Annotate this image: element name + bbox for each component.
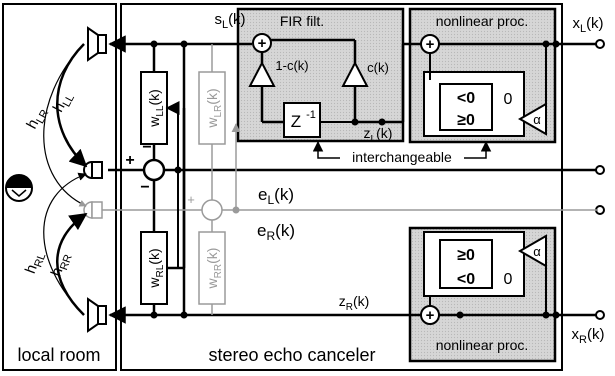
filter-wLL: wLL(k) [140, 71, 168, 145]
gain-1-c-label: 1-c(k) [275, 58, 308, 73]
delay-z: Z [291, 112, 301, 131]
nl-bottom-ge: ≥0 [457, 247, 475, 264]
nl-top-lt: <0 [457, 90, 475, 107]
nl-bottom-lt: <0 [457, 271, 475, 288]
speaker-right-icon [87, 297, 107, 333]
xL-label: xL(k) [572, 15, 603, 35]
svg-text:wRL(k): wRL(k) [146, 248, 166, 288]
nl-top-zero: 0 [504, 91, 513, 108]
microphone-right-icon [83, 201, 103, 219]
filter-wLR: wLR(k) [198, 71, 226, 145]
xL-terminal [595, 39, 605, 49]
svg-text:+: + [187, 192, 195, 207]
canceler-label: stereo echo canceler [208, 345, 375, 365]
nonlinear-top-internals: + <0 ≥0 0 α [420, 34, 547, 137]
delay-block [283, 102, 321, 138]
fir-adder [252, 33, 272, 53]
svg-text:wLR(k): wLR(k) [204, 88, 224, 128]
nonlinear-bottom-internals: + ≥0 <0 0 α [420, 231, 547, 325]
nl-bottom-alpha: α [533, 244, 541, 259]
eL-label: eL(k) [258, 185, 294, 207]
local-room-label: local room [17, 345, 100, 365]
listener-head-icon [5, 174, 33, 202]
svg-text:wLL(k): wLL(k) [146, 89, 166, 128]
svg-text:−: − [140, 179, 149, 196]
nl-top-alpha: α [533, 112, 541, 127]
zL-label: zL(k) [364, 125, 393, 145]
svg-text:+: + [426, 36, 435, 53]
nonlinear-title-top: nonlinear proc. [436, 13, 529, 29]
gain-c-triangle [341, 60, 369, 87]
svg-text:wRR(k): wRR(k) [204, 248, 224, 290]
svg-text:−: − [142, 139, 151, 156]
hRR-label: hRR [48, 250, 75, 280]
svg-text:+: + [258, 35, 267, 52]
nonlinear-title-bottom: nonlinear proc. [436, 337, 529, 353]
interchangeable-bracket: interchangeable [312, 140, 492, 166]
nl-top-ge: ≥0 [457, 112, 475, 129]
microphone-left-icon [83, 160, 103, 180]
xR-label: xR(k) [572, 326, 605, 346]
filter-wRL: wRL(k) [140, 231, 168, 305]
fir-internals: + 1-c(k) c(k) Z -1 [248, 33, 389, 138]
error-adder-left [142, 158, 166, 182]
svg-text:+: + [426, 307, 435, 324]
xR-terminal [595, 310, 605, 320]
gain-c-label: c(k) [367, 60, 389, 75]
interchangeable-label: interchangeable [352, 149, 452, 165]
delay-exp: -1 [306, 109, 316, 121]
eL-terminal [595, 165, 605, 175]
gain-1-c-triangle [248, 60, 276, 87]
hRL-label: hRL [22, 249, 48, 277]
error-adder-right [201, 199, 223, 221]
speaker-left-icon [87, 26, 107, 62]
zR-label: zR(k) [339, 293, 370, 313]
eR-label: eR(k) [257, 221, 295, 243]
fir-filter-title: FIR filt. [280, 13, 324, 29]
sL-label: sL(k) [214, 11, 245, 31]
filter-wRR: wRR(k) [198, 231, 226, 305]
nl-bottom-zero: 0 [504, 271, 513, 288]
svg-text:+: + [125, 152, 134, 169]
